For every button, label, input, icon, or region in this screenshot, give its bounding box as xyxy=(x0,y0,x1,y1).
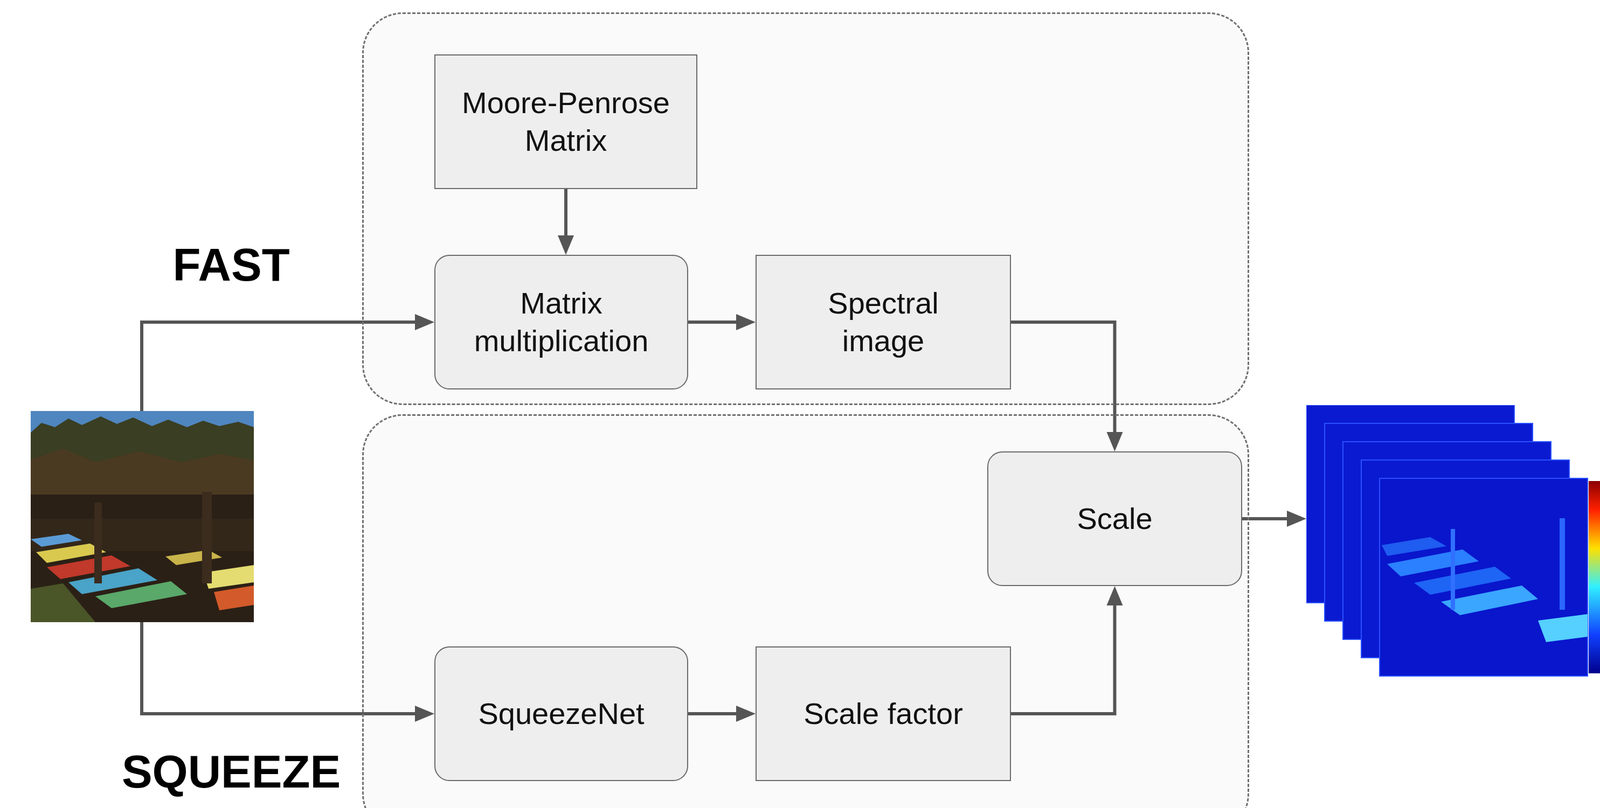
arrow-head xyxy=(736,705,756,723)
group-heading: FAST xyxy=(172,238,290,292)
group-region: SQUEEZEScaleSqueezeNetScale factor xyxy=(362,414,1250,808)
connector-line xyxy=(1010,322,1115,433)
box-label: Moore-Penrose Matrix xyxy=(447,84,685,160)
arrow-head xyxy=(1106,432,1124,452)
connector-line xyxy=(1010,605,1115,715)
output-arrow xyxy=(1242,510,1307,528)
connector-line xyxy=(688,320,737,324)
process-box: Scale xyxy=(987,451,1243,587)
flow-arrow xyxy=(1010,322,1124,452)
flow-arrow xyxy=(1010,586,1124,715)
connector-line xyxy=(141,322,415,412)
arrow-head xyxy=(414,705,435,723)
input-arrow xyxy=(141,622,435,723)
flow-arrow xyxy=(688,314,756,331)
box-label: Matrix multiplication xyxy=(469,284,654,360)
output-spectral-stack xyxy=(1306,405,1600,681)
arrow-head xyxy=(557,235,574,255)
box-label: Spectral image xyxy=(802,284,965,360)
input-photo xyxy=(30,411,254,623)
process-box: SqueezeNet xyxy=(434,646,689,782)
flow-arrow xyxy=(688,705,756,723)
box-label: Scale factor xyxy=(802,695,965,733)
arrow-head xyxy=(1286,510,1307,528)
connector-line xyxy=(141,622,415,715)
connector-line xyxy=(1242,517,1287,521)
process-box: Scale factor xyxy=(755,646,1011,782)
box-label: SqueezeNet xyxy=(478,695,644,733)
process-box: Spectral image xyxy=(755,254,1011,390)
group-heading: SQUEEZE xyxy=(121,745,341,799)
connector-line xyxy=(688,712,737,716)
box-label: Scale xyxy=(1076,500,1153,538)
flow-arrow xyxy=(557,189,574,255)
group-region: FASTMoore-Penrose MatrixMatrix multiplic… xyxy=(362,12,1250,406)
arrow-head xyxy=(736,314,756,331)
process-box: Moore-Penrose Matrix xyxy=(434,54,698,190)
arrow-head xyxy=(1106,586,1124,606)
input-arrow xyxy=(141,314,435,412)
connector-line xyxy=(564,189,568,236)
process-box: Matrix multiplication xyxy=(434,254,689,390)
arrow-head xyxy=(414,314,435,331)
